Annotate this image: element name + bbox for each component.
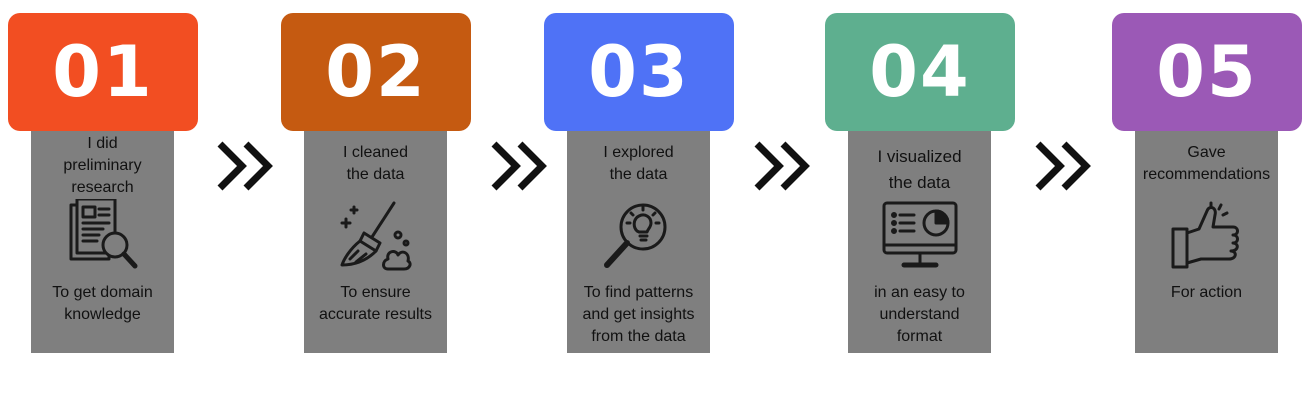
step-title: I explored the data xyxy=(603,144,674,183)
step-panel: I explored the data To find patterns and… xyxy=(567,131,710,353)
chevron-right-double-icon xyxy=(491,141,547,191)
step-panel: I visualized the data in an easy to unde… xyxy=(848,131,991,353)
step-number: 04 xyxy=(825,13,1015,131)
step-5: 05 Gave recommendations For action xyxy=(1112,0,1302,403)
step-title: I cleaned the data xyxy=(343,144,408,183)
step-purpose: in an easy to understand format xyxy=(874,284,965,345)
step-title: I did preliminary research xyxy=(63,135,142,196)
step-title: Gave recommendations xyxy=(1142,144,1271,183)
step-4: 04 I visualized the data in an easy to u… xyxy=(825,0,1015,403)
step-number: 02 xyxy=(281,13,471,131)
chevron-right-double-icon xyxy=(1035,141,1091,191)
step-purpose: To find patterns and get insights from t… xyxy=(582,284,695,345)
chevron-right-double-icon xyxy=(217,141,273,191)
step-title: I visualized the data xyxy=(877,147,962,192)
thumbs-up-icon xyxy=(1135,199,1278,275)
step-number: 01 xyxy=(8,13,198,131)
step-purpose: For action xyxy=(1170,284,1243,301)
research-document-magnifier-icon xyxy=(31,199,174,275)
step-panel: I cleaned the data To ensure accurate re… xyxy=(304,131,447,353)
broom-cleaning-icon xyxy=(304,199,447,275)
step-number: 05 xyxy=(1112,13,1302,131)
step-panel: I did preliminary research To get domain… xyxy=(31,131,174,353)
step-number: 03 xyxy=(544,13,734,131)
step-purpose: To get domain knowledge xyxy=(52,284,153,323)
monitor-dashboard-icon xyxy=(848,199,991,275)
step-2: 02 I cleaned the data To ensure accurate… xyxy=(281,0,471,403)
step-panel: Gave recommendations For action xyxy=(1135,131,1278,353)
step-purpose: To ensure accurate results xyxy=(319,284,432,323)
magnifier-lightbulb-icon xyxy=(567,199,710,275)
step-1: 01 I did preliminary research To get dom… xyxy=(8,0,198,403)
step-3: 03 I explored the data To find patterns … xyxy=(544,0,734,403)
chevron-right-double-icon xyxy=(754,141,810,191)
